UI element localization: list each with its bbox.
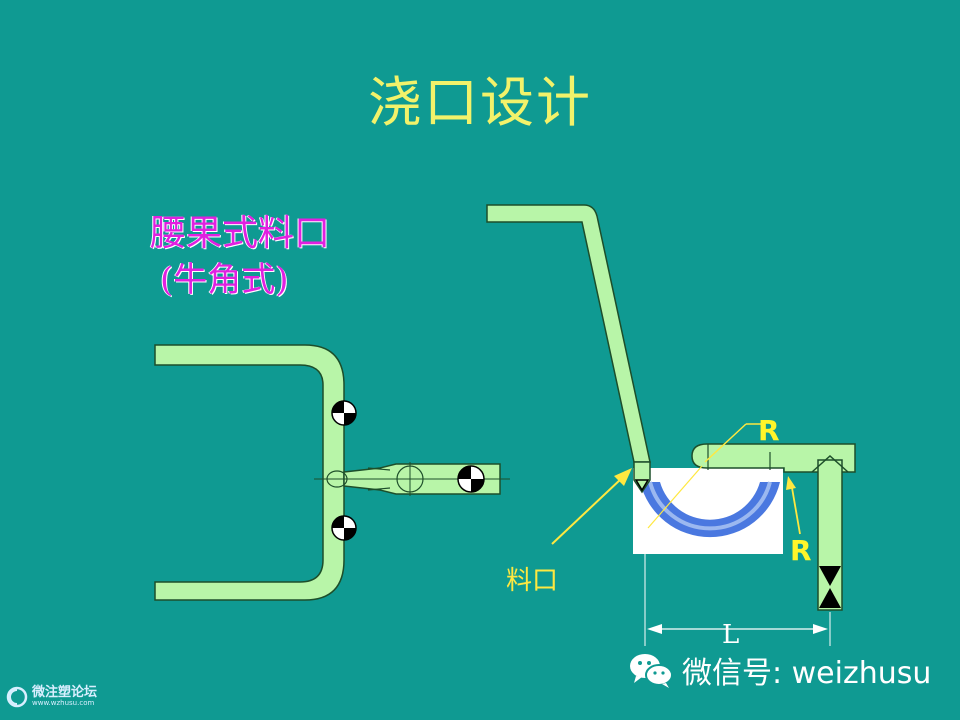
- horn-runner: [486, 204, 651, 463]
- forum-logo-icon: [6, 686, 28, 708]
- radius-leader-top: [704, 423, 747, 463]
- radius-label-bottom: R: [790, 534, 812, 567]
- balance-point-icon: [331, 400, 357, 426]
- dimension-arrow-right: [813, 624, 828, 634]
- gate-ellipse: [326, 470, 348, 488]
- gate-section-view: [486, 204, 856, 646]
- nozzle-icon: [819, 588, 841, 608]
- gate-label: 料口: [506, 566, 559, 596]
- wechat-id-text: 微信号: weizhusu: [682, 656, 932, 691]
- horizontal-runner: [691, 443, 856, 473]
- forum-name: 微注塑论坛: [32, 685, 98, 700]
- gate-arrow-icon: [634, 479, 650, 492]
- slide-title: 浇口设计: [368, 71, 592, 134]
- wechat-watermark: 微信号: weizhusu: [628, 648, 931, 692]
- balance-point-icon: [457, 465, 485, 493]
- radius-arrow-head: [786, 476, 796, 490]
- gate-callout-arrow-head: [614, 468, 632, 486]
- forum-url: www.wzhusu.com: [32, 699, 95, 708]
- horn-gate-sublabel: (牛角式): [160, 260, 289, 300]
- cashew-gate-label: 腰果式料口: [150, 213, 331, 254]
- sprue-corner: [811, 454, 849, 473]
- gate-callout-arrow: [551, 477, 623, 545]
- wechat-icon: [630, 654, 673, 688]
- vertical-sprue: [817, 459, 843, 611]
- cashew-gate-runner: [154, 344, 510, 601]
- dimension-arrow-left: [647, 624, 662, 634]
- curved-part: [640, 482, 780, 538]
- radius-label-top: R: [758, 414, 780, 447]
- forum-watermark: 微注塑论坛 www.wzhusu.com: [6, 685, 98, 708]
- curved-part-inner-band: [648, 481, 772, 531]
- nozzle-icon: [819, 566, 841, 586]
- length-label: L: [722, 620, 740, 650]
- runner-taper-line: [367, 467, 391, 491]
- balance-point-icon: [331, 515, 357, 541]
- radius-arrow-bottom: [790, 481, 801, 535]
- u-shaped-runner: [154, 344, 345, 601]
- part-leader: [647, 465, 703, 529]
